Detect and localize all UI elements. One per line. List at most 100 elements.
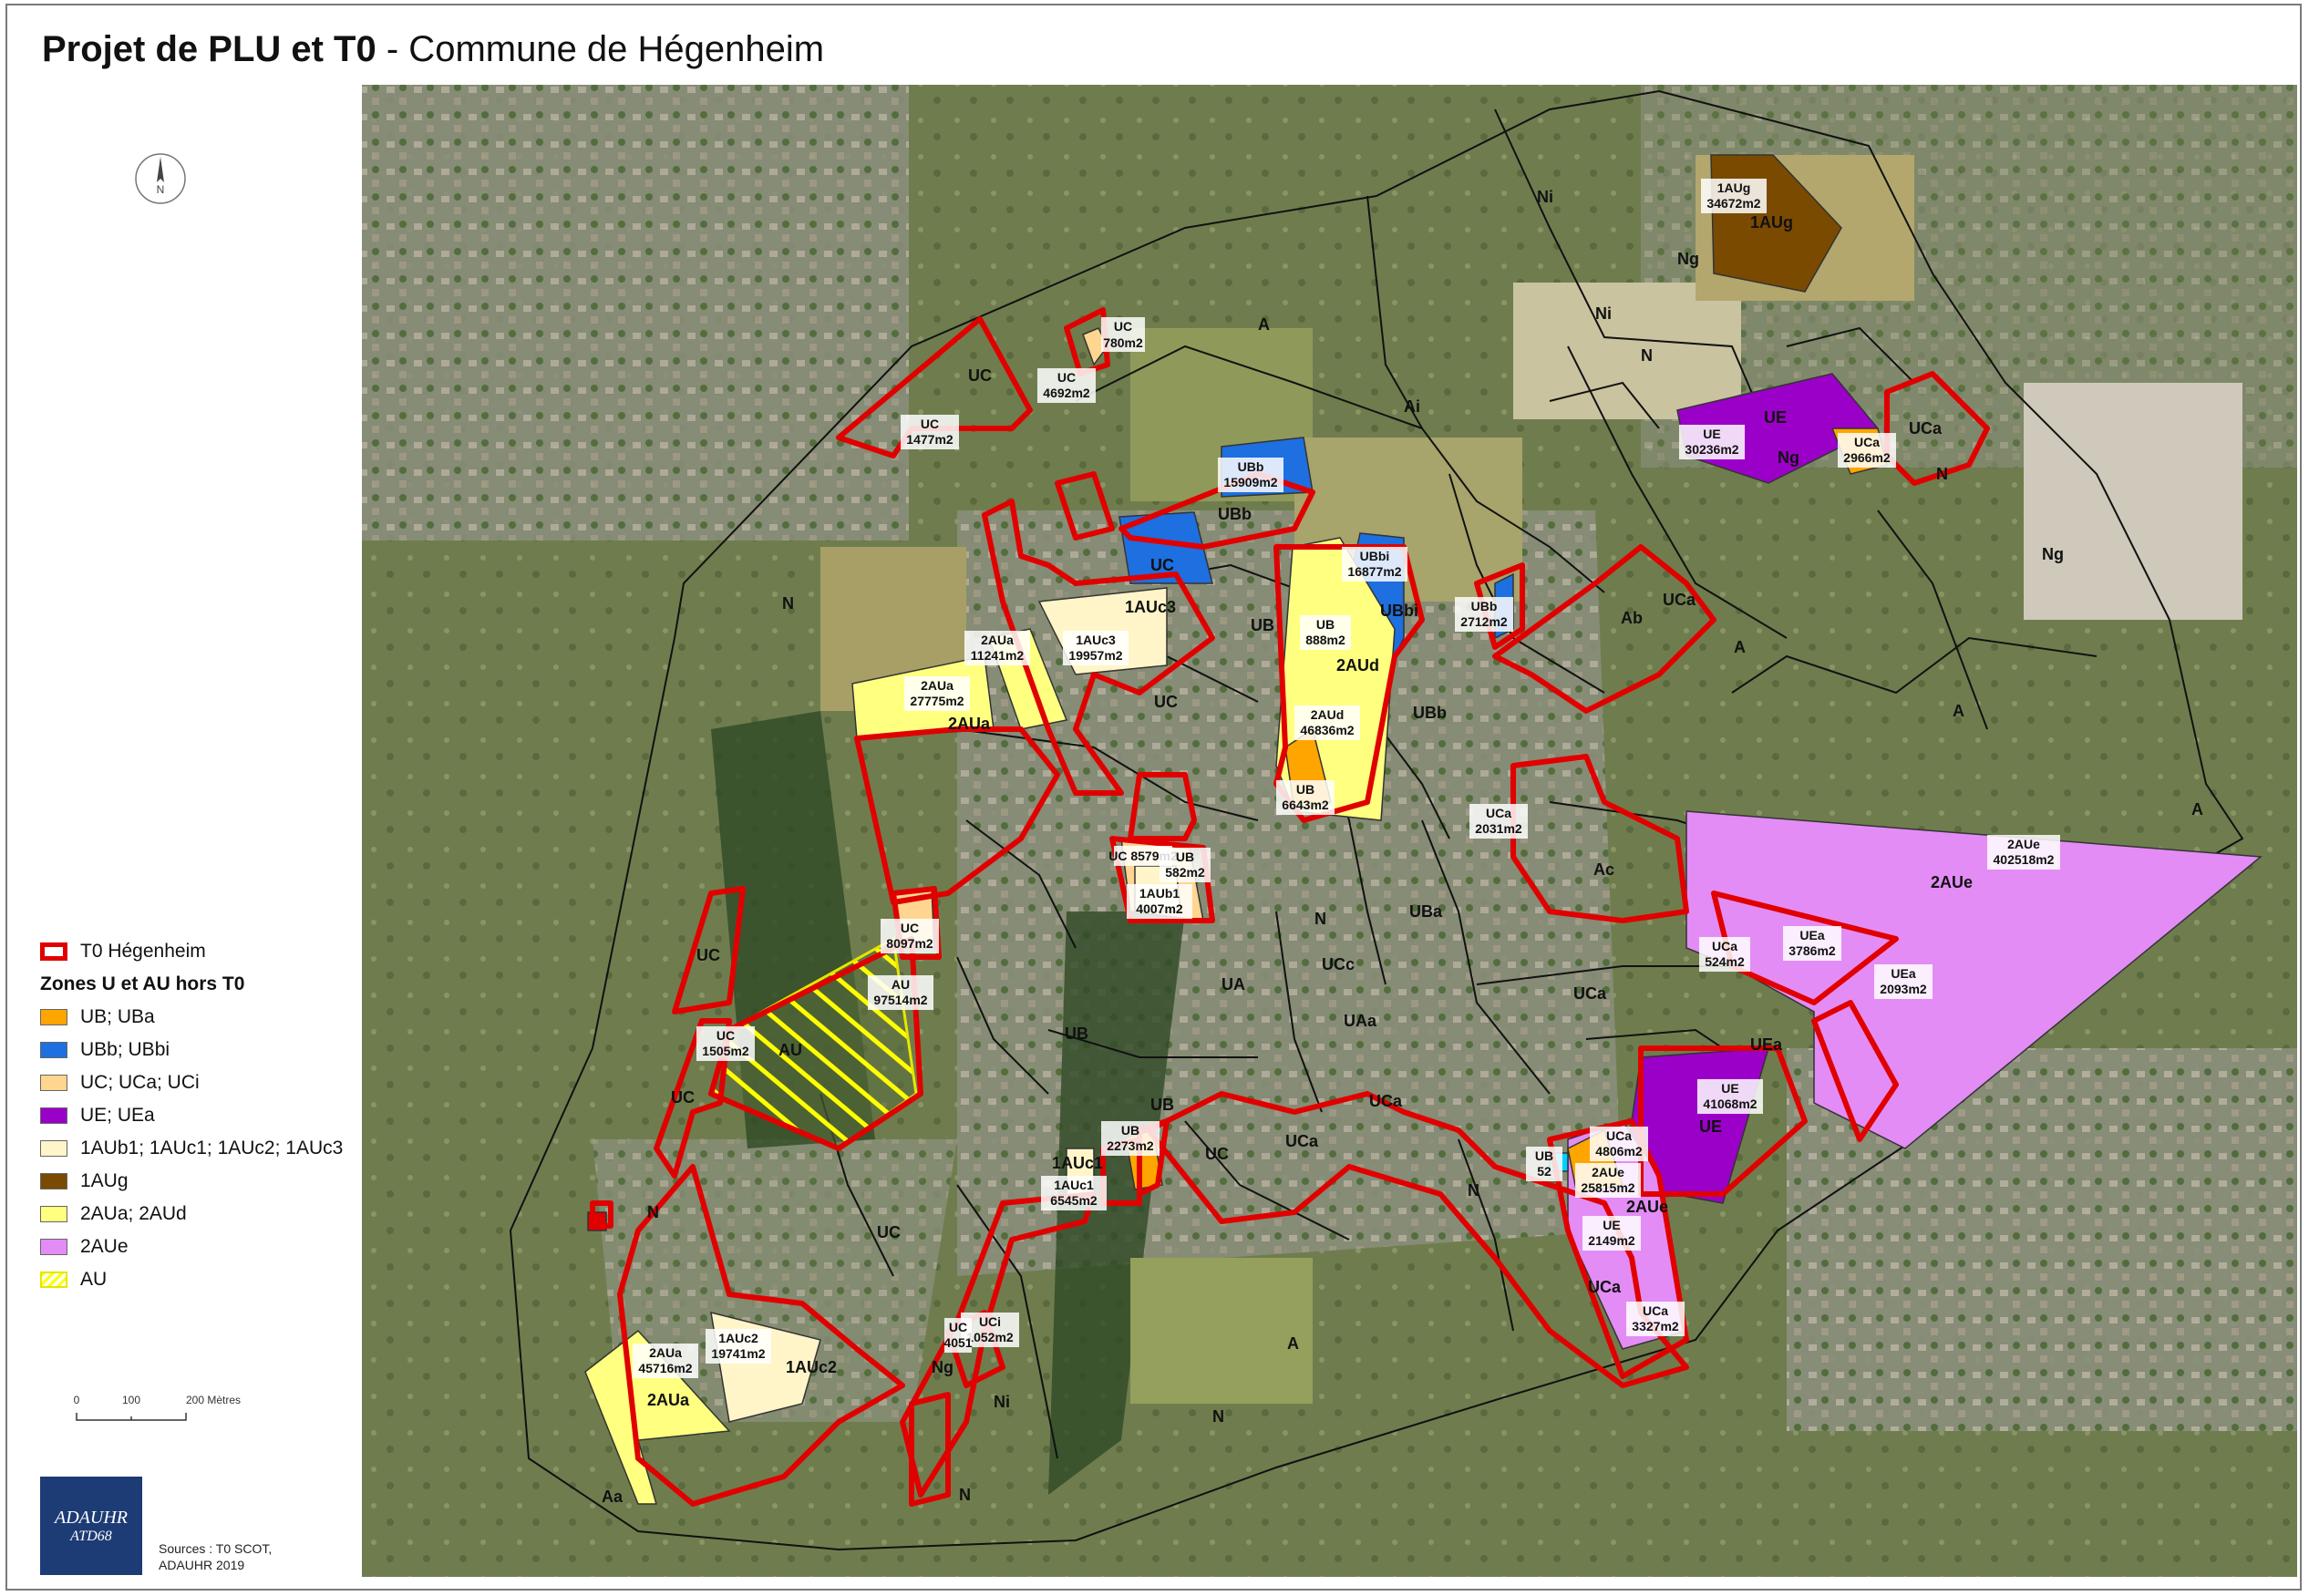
svg-text:UCa: UCa [1573,984,1607,1003]
svg-text:1AUc1: 1AUc1 [1052,1154,1103,1172]
svg-text:UBb: UBb [1471,599,1498,613]
svg-text:6545m2: 6545m2 [1050,1193,1098,1208]
svg-text:N: N [1936,465,1948,483]
title-rest: - Commune de Hégenheim [386,29,825,69]
legend-section-title: Zones U et AU hors T0 [40,973,245,994]
svg-text:UC: UC [1057,370,1076,385]
svg-text:AU: AU [892,977,910,992]
svg-text:97514m2: 97514m2 [873,993,927,1007]
legend-item: 1AUb1; 1AUc1; 1AUc2; 1AUc3 [40,1132,368,1165]
legend-label: 2AUe [80,1236,129,1257]
svg-text:UE: UE [1764,408,1787,427]
svg-text:UC: UC [1205,1145,1229,1163]
svg-text:UBb: UBb [1238,459,1264,474]
sources-line2: ADAUHR 2019 [159,1558,245,1572]
svg-text:2966m2: 2966m2 [1843,450,1891,465]
svg-text:52: 52 [1537,1164,1551,1179]
north-arrow-icon: N [135,153,186,204]
svg-text:2AUe: 2AUe [1626,1198,1668,1216]
svg-text:A: A [1953,702,1964,720]
svg-text:8097m2: 8097m2 [886,936,933,951]
svg-text:3327m2: 3327m2 [1632,1319,1679,1333]
svg-text:UC: UC [949,1320,967,1334]
scale-bar: 0 100 200 Mètres [74,1394,241,1421]
svg-text:Ab: Ab [1621,609,1643,627]
svg-text:Ni: Ni [994,1393,1010,1411]
svg-text:UCa: UCa [1643,1303,1668,1318]
svg-text:UCa: UCa [1909,419,1943,438]
north-letter: N [157,183,165,196]
svg-text:Ni: Ni [1537,188,1553,206]
svg-text:UBb: UBb [1218,505,1252,523]
svg-text:UC: UC [1150,556,1174,574]
logo-line1: ADAUHR [55,1507,128,1528]
legend-label: 1AUb1; 1AUc1; 1AUc2; 1AUc3 [80,1138,344,1158]
legend-label: AU [80,1269,108,1290]
svg-text:UCa: UCa [1285,1132,1319,1150]
svg-text:Ac: Ac [1593,860,1614,879]
svg-text:2AUe: 2AUe [1592,1165,1624,1179]
svg-text:2AUa: 2AUa [649,1345,682,1360]
svg-text:Ni: Ni [1595,304,1612,323]
legend-swatch-8 [40,1272,67,1288]
svg-text:A: A [2191,800,2203,819]
svg-text:UC: UC [1154,693,1178,711]
svg-text:1AUc1: 1AUc1 [1054,1178,1094,1192]
svg-text:N: N [1468,1181,1479,1200]
sources-line1: Sources : T0 SCOT, [159,1541,273,1556]
svg-text:UCa: UCa [1588,1278,1622,1296]
svg-text:Ai: Ai [1404,397,1420,416]
svg-text:UB: UB [1065,1025,1088,1043]
svg-text:UC: UC [696,946,720,964]
svg-text:UBbi: UBbi [1380,602,1418,620]
svg-text:2712m2: 2712m2 [1460,614,1508,629]
svg-text:25815m2: 25815m2 [1581,1180,1634,1195]
svg-text:UBb: UBb [1413,704,1447,722]
svg-text:UE: UE [1603,1218,1620,1232]
svg-text:Ng: Ng [2042,545,2064,563]
legend-label: UBb; UBbi [80,1039,170,1060]
svg-text:888m2: 888m2 [1305,633,1345,647]
legend-item: 2AUa; 2AUd [40,1198,368,1230]
svg-text:UC: UC [877,1223,901,1241]
svg-text:41068m2: 41068m2 [1703,1097,1757,1111]
svg-text:45716m2: 45716m2 [638,1361,692,1375]
svg-text:16877m2: 16877m2 [1347,564,1401,579]
scale-tick-0: 0 [74,1394,80,1406]
adauhr-logo: ADAUHR ATD68 [40,1477,142,1575]
svg-text:UCa: UCa [1663,591,1696,609]
svg-text:UB: UB [1150,1096,1174,1114]
zone-names: Ni 1AUg Ng Ni N Ai A UE Ng UCa N Ng UC U… [602,188,2203,1506]
svg-text:2AUd: 2AUd [1336,656,1379,674]
svg-text:A: A [1287,1334,1299,1353]
scale-tick-2: 200 Mètres [186,1394,241,1406]
svg-text:UEa: UEa [1891,966,1915,981]
legend-label-t0: T0 Hégenheim [80,941,206,962]
title-bold: Projet de PLU et T0 [42,29,376,69]
svg-text:4806m2: 4806m2 [1595,1144,1643,1158]
svg-text:N: N [782,594,794,613]
svg-text:Ng: Ng [932,1358,953,1376]
svg-text:UB: UB [1535,1148,1553,1163]
legend-label: UB; UBa [80,1006,155,1027]
svg-text:A: A [1734,638,1746,656]
svg-text:UBbi: UBbi [1360,549,1390,563]
